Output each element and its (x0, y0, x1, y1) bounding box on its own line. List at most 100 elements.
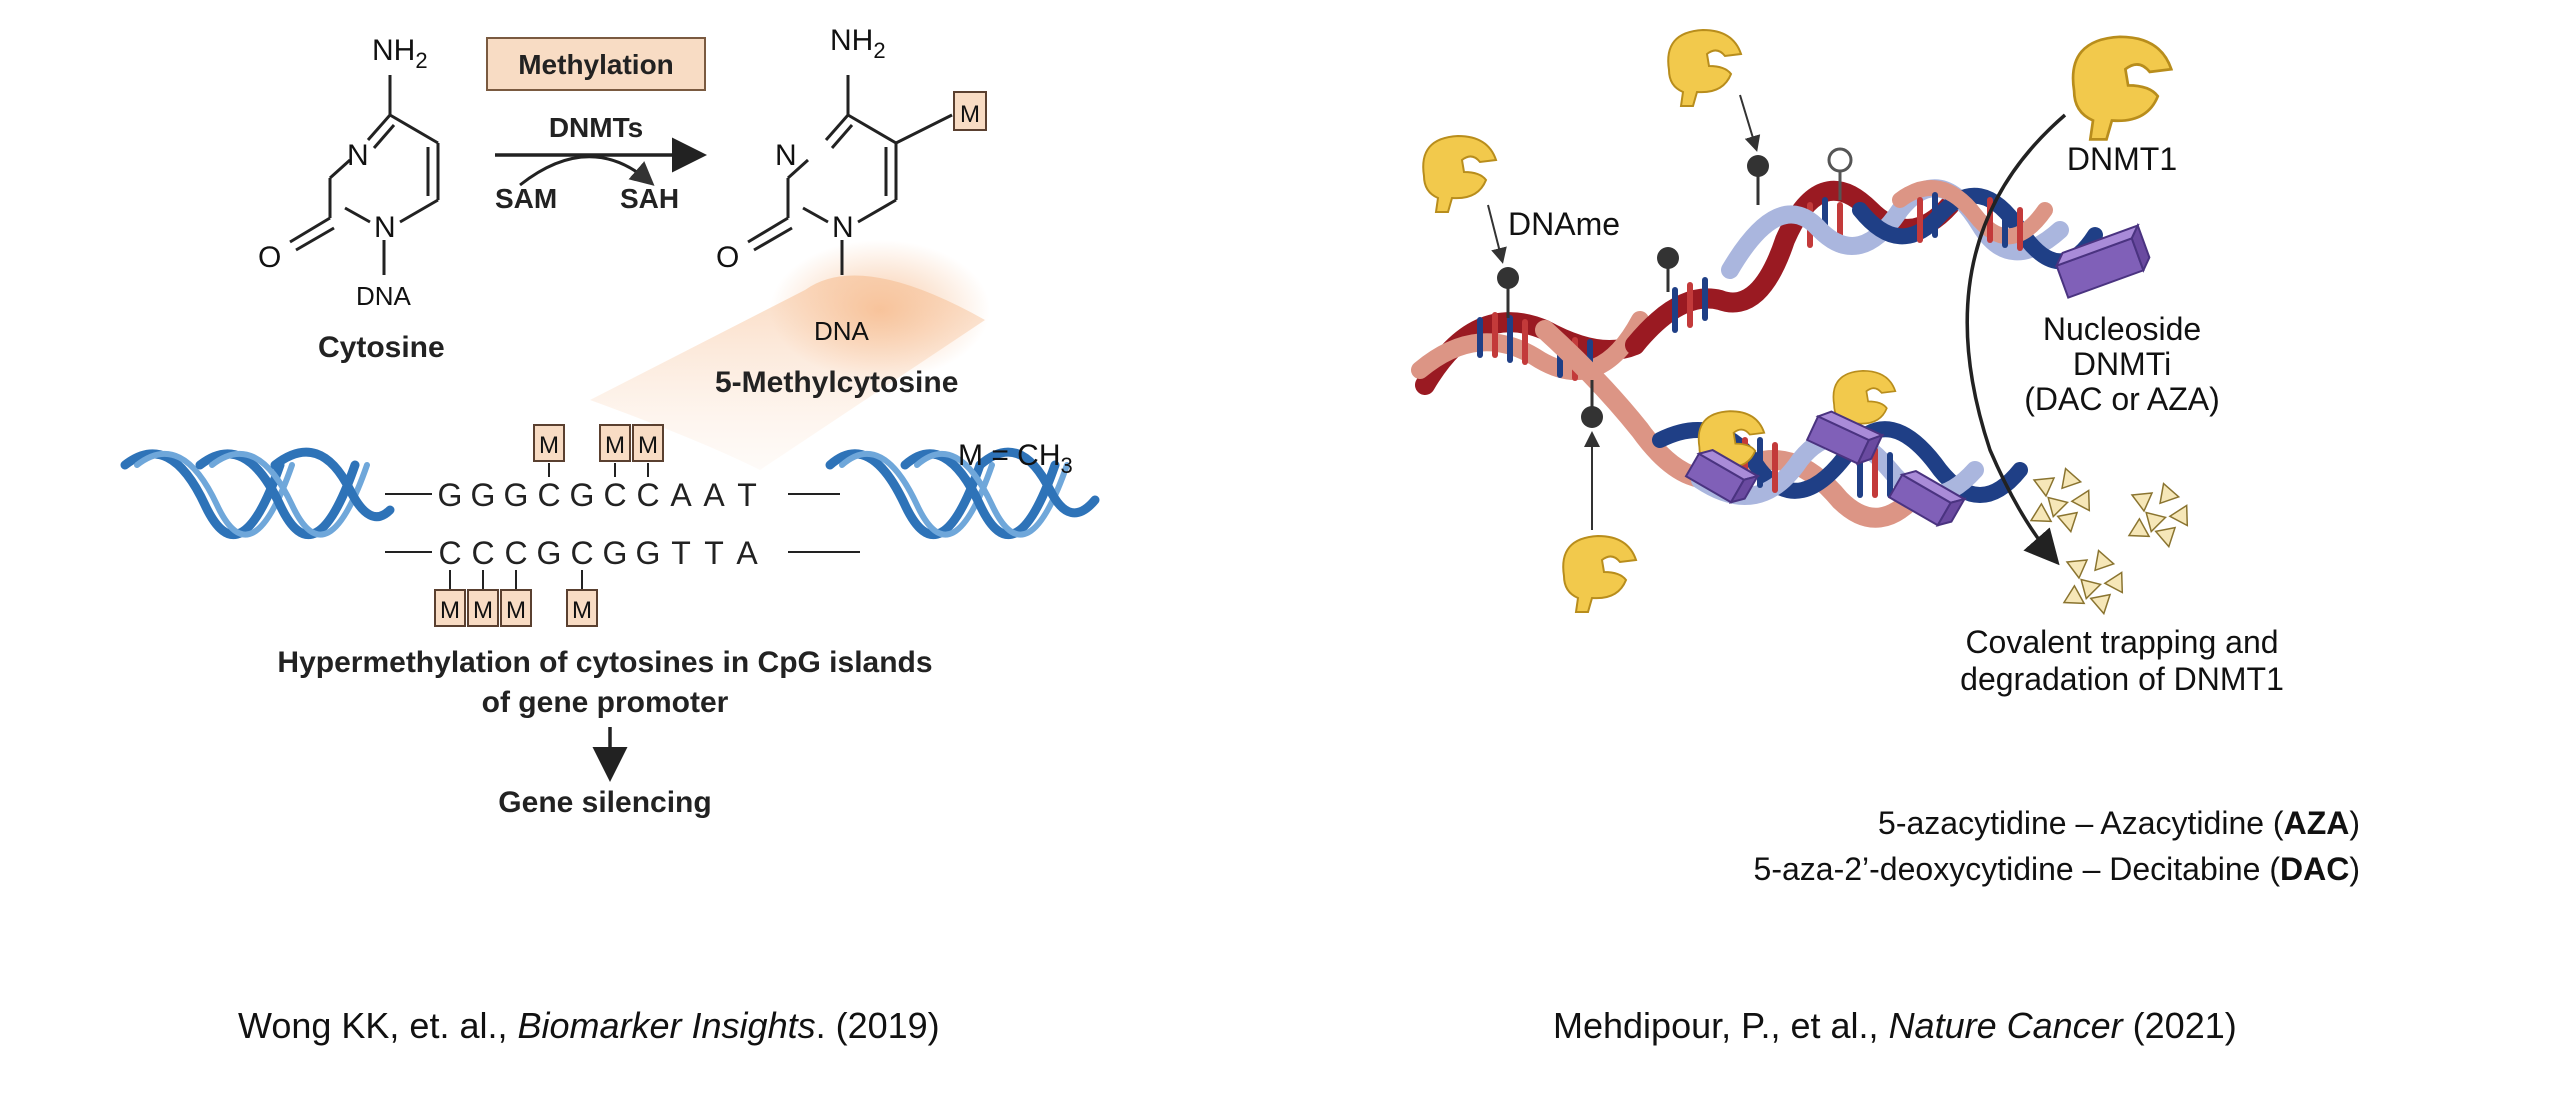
drug-label-1: Nucleoside (2043, 311, 2201, 347)
top-strand-base: A (703, 477, 725, 513)
degraded-fragment (2103, 571, 2124, 594)
methyl-tag-box (533, 424, 565, 462)
methyl-tag: M (572, 597, 592, 624)
bottom-strand-base: C (570, 535, 593, 571)
methyl-tag-box (500, 589, 532, 627)
bottom-strand-base: C (471, 535, 494, 571)
dnmt1-enzyme (2071, 35, 2174, 141)
trap-label-1: Covalent trapping and (1965, 624, 2278, 660)
top-strand-base: G (504, 477, 529, 513)
left-citation-journal: Biomarker Insights (517, 1005, 816, 1046)
bottom-strand-base: T (704, 535, 724, 571)
dnmt1-enzyme (1422, 134, 1498, 213)
top-strand-base: A (670, 477, 692, 513)
left-helix (120, 447, 395, 540)
degraded-fragment (2089, 593, 2112, 616)
aza-close: ) (2349, 805, 2360, 841)
right-helix (825, 447, 1100, 540)
degraded-fragment (2159, 482, 2181, 505)
sam-label: SAM (495, 183, 557, 214)
degraded-fragment (2047, 496, 2070, 518)
sah-label: SAH (620, 183, 679, 214)
degraded-fragment (2130, 492, 2154, 513)
caption-line1: Hypermethylation of cytosines in CpG isl… (277, 646, 932, 679)
degraded-fragment (2062, 584, 2086, 605)
top-strand-base: C (603, 477, 626, 513)
bottom-strand-base: T (671, 535, 691, 571)
methyl-tag-box (566, 589, 598, 627)
methylation-label: Methylation (518, 49, 674, 80)
methylation-box (486, 37, 706, 91)
top-strand-base: G (438, 477, 463, 513)
trapping-arrow (1965, 113, 2067, 566)
methyl-tag: M (638, 432, 658, 459)
top-strand-base: C (537, 477, 560, 513)
methyl-tag-box (953, 91, 987, 131)
methyl-tag-box (467, 589, 499, 627)
degraded-fragment (2145, 511, 2168, 533)
methyl-tag: M (960, 101, 980, 128)
methyl-tag: M (506, 597, 526, 624)
drug-prism (2054, 222, 2151, 299)
drug-label-2: DNMTi (2073, 346, 2171, 382)
degraded-fragment (2168, 504, 2189, 527)
bottom-strand-base: C (504, 535, 527, 571)
degraded-fragment (2029, 502, 2053, 523)
dname-arrow (1487, 204, 1507, 264)
top-strand-base: G (570, 477, 595, 513)
degraded-fragment (2154, 526, 2177, 549)
drug-label-3: (DAC or AZA) (2024, 381, 2220, 417)
dac-line: 5-aza-2’-deoxycytidine – Decitabine (DAC… (1560, 846, 2360, 892)
dac-name: 5-aza-2’-deoxycytidine – Decitabine ( (1753, 851, 2281, 887)
outcome-label: Gene silencing (498, 786, 711, 819)
methyl-tag: M (473, 597, 493, 624)
cytosine-nh2: NH2 (372, 34, 428, 73)
right-citation-year: (2021) (2122, 1005, 2237, 1046)
left-citation-year: . (2019) (815, 1005, 940, 1046)
drug-names: 5-azacytidine – Azacytidine (AZA) 5-aza-… (1560, 800, 2360, 892)
methyl-tag-box (434, 589, 466, 627)
degraded-fragment (2080, 578, 2103, 600)
cytosine-o: O (258, 241, 281, 274)
bottom-strand-base: A (736, 535, 758, 571)
left-citation-authors: Wong KK, et. al., (238, 1005, 518, 1046)
highlight-glow (770, 240, 990, 380)
bottom-strand-base: G (603, 535, 628, 571)
top-strand-base: C (636, 477, 659, 513)
methyl-pins (1497, 147, 1853, 428)
methylcytosine-nh2: NH2 (830, 24, 886, 63)
methylcytosine-n3: N (775, 139, 797, 172)
degraded-fragment (2032, 477, 2056, 498)
dnmt1-enzyme (1562, 534, 1638, 613)
dac-close: ) (2349, 851, 2360, 887)
right-citation: Mehdipour, P., et al., Nature Cancer (20… (1553, 1005, 2237, 1047)
methyl-tag: M (605, 432, 625, 459)
drug-prisms (1684, 222, 2151, 527)
degraded-fragment (2056, 511, 2079, 534)
cytosine-label: Cytosine (318, 331, 445, 364)
methylation-panel: NH2 N N O DNA Cytosine Methylation DNMTs… (120, 24, 1100, 819)
right-citation-journal: Nature Cancer (1888, 1005, 2123, 1046)
m-definition: M = CH3 (958, 439, 1073, 478)
dnmt1-enzyme (1667, 28, 1743, 107)
dnmt1-top-arrow (1739, 94, 1761, 152)
drug-prism (1684, 449, 1761, 504)
cytosine-n3: N (347, 139, 369, 172)
methylcytosine-n1: N (832, 211, 854, 244)
degraded-dnmt1-fragments (2029, 467, 2189, 616)
aza-abbr: AZA (2283, 805, 2350, 841)
degraded-fragment (2070, 489, 2091, 512)
bottom-strand-base: G (636, 535, 661, 571)
methylcytosine-label: 5-Methylcytosine (715, 366, 958, 399)
methylcytosine-structure (747, 75, 953, 275)
caption-line2: of gene promoter (482, 686, 729, 719)
methyl-tag: M (539, 432, 559, 459)
bottom-strand-base: C (438, 535, 461, 571)
cytosine-dna: DNA (356, 281, 412, 311)
drug-prism (1805, 410, 1885, 466)
dname-label: DNAme (1508, 206, 1620, 242)
methyl-tag: M (440, 597, 460, 624)
dnmt1-label: DNMT1 (2067, 141, 2177, 177)
